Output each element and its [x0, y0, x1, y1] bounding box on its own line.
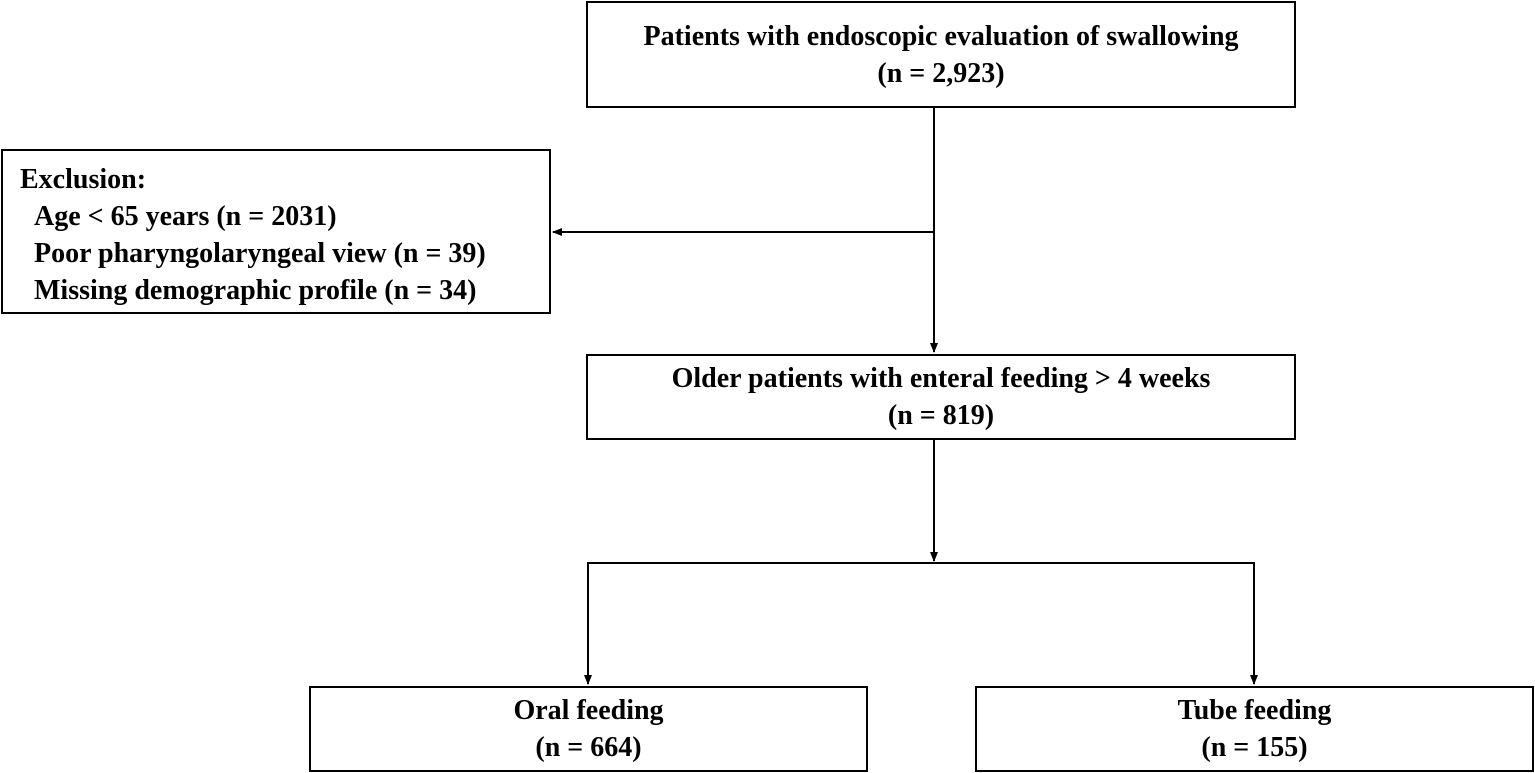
node-older-patients: Older patients with enteral feeding > 4 … — [586, 354, 1296, 440]
node-older-count: (n = 819) — [887, 400, 995, 431]
node-total-count: (n = 2,923) — [877, 57, 1005, 89]
node-tube-count: (n = 155) — [1201, 732, 1308, 763]
exclusion-heading: Exclusion: — [20, 164, 147, 195]
node-tube-title: Tube feeding — [1177, 695, 1332, 726]
node-exclusion: Exclusion: Age < 65 years (n = 2031) Poo… — [1, 149, 551, 314]
node-older-title: Older patients with enteral feeding > 4 … — [671, 363, 1211, 394]
node-total-title: Patients with endoscopic evaluation of s… — [643, 20, 1239, 52]
exclusion-item-view: Poor pharyngolaryngeal view (n = 39) — [34, 238, 486, 269]
exclusion-item-demographic: Missing demographic profile (n = 34) — [34, 275, 477, 306]
node-oral-title: Oral feeding — [513, 695, 664, 726]
node-tube-feeding: Tube feeding (n = 155) — [975, 686, 1534, 772]
node-total-patients: Patients with endoscopic evaluation of s… — [586, 1, 1296, 108]
node-oral-feeding: Oral feeding (n = 664) — [309, 686, 868, 772]
exclusion-item-age: Age < 65 years (n = 2031) — [34, 201, 337, 232]
node-oral-count: (n = 664) — [535, 732, 642, 763]
